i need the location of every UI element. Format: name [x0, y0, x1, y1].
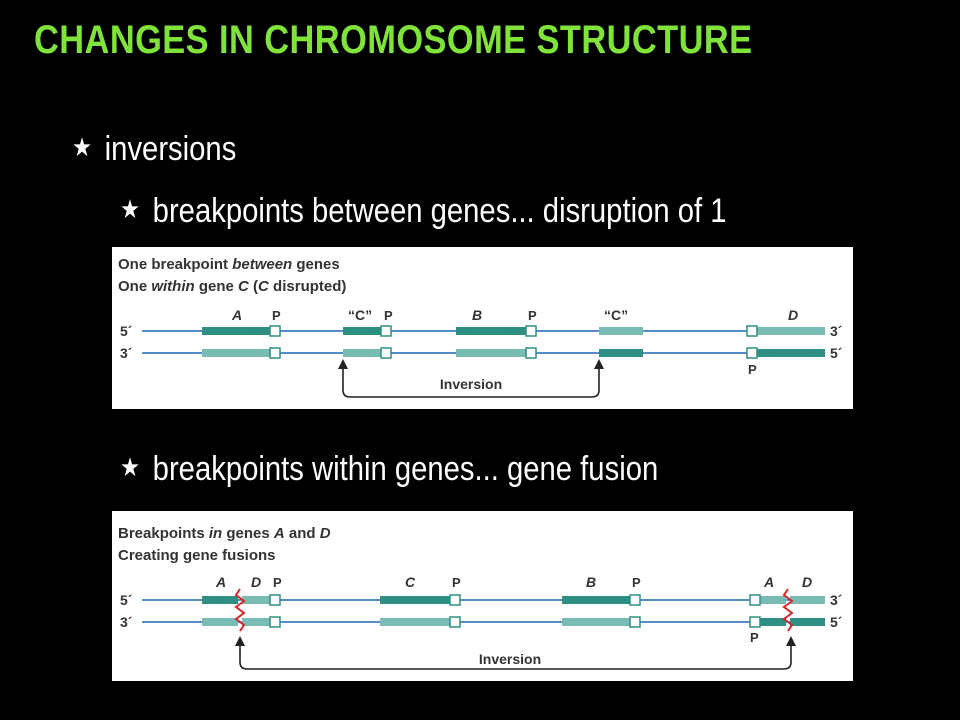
- gene-label: “C”: [348, 307, 372, 323]
- promoter-label: P: [750, 630, 759, 645]
- gene-block: [562, 618, 630, 626]
- gene-c-fragment-block: [343, 327, 381, 335]
- promoter-box: [746, 347, 758, 359]
- gene-b-block: [562, 596, 630, 604]
- strand-end-label: 3´: [120, 345, 133, 361]
- promoter-box: [269, 616, 281, 628]
- gene-block: [380, 618, 450, 626]
- promoter-label: P: [272, 308, 281, 323]
- diagram1-heading-line2: One within gene C (C disrupted): [118, 278, 346, 295]
- promoter-label: P: [528, 308, 537, 323]
- promoter-box: [746, 325, 758, 337]
- bullet-text: inversions: [104, 130, 237, 168]
- promoter-label: P: [384, 308, 393, 323]
- arrowhead-icon: [338, 359, 348, 369]
- star-bullet-icon: ★: [72, 132, 93, 162]
- gene-label: A: [763, 574, 774, 590]
- gene-a-block: [202, 596, 238, 604]
- promoter-box: [525, 325, 537, 337]
- bullet-breakpoints-within: ★ breakpoints within genes... gene fusion: [120, 450, 658, 489]
- gene-block: [760, 618, 786, 626]
- gene-a-block: [760, 596, 786, 604]
- slide-title: CHANGES IN CHROMOSOME STRUCTURE: [34, 18, 753, 62]
- inversion-diagram-within-genes: Breakpoints in genes A and D Creating ge…: [112, 511, 853, 681]
- promoter-box: [749, 594, 761, 606]
- bullet-inversions: ★ inversions: [72, 130, 236, 169]
- gene-label: “C”: [604, 307, 628, 323]
- diagram1-heading-line1: One breakpoint between genes: [118, 256, 340, 273]
- diagram2-heading-line1: Breakpoints in genes A and D: [118, 525, 331, 542]
- bullet-breakpoints-between: ★ breakpoints between genes... disruption…: [120, 192, 726, 231]
- bullet-text: breakpoints between genes... disruption …: [152, 192, 727, 230]
- promoter-box: [749, 616, 761, 628]
- gene-label: B: [586, 574, 596, 590]
- strand-end-label: 5´: [830, 345, 843, 361]
- gene-block: [757, 349, 825, 357]
- inversion-bracket: [239, 644, 792, 670]
- promoter-box: [449, 594, 461, 606]
- gene-block: [790, 618, 825, 626]
- gene-b-block: [456, 327, 526, 335]
- strand-end-label: 3´: [830, 323, 843, 339]
- gene-block: [343, 349, 381, 357]
- gene-label: D: [251, 574, 261, 590]
- gene-block: [202, 349, 270, 357]
- arrowhead-icon: [235, 636, 245, 646]
- gene-label: D: [788, 307, 798, 323]
- strand-end-label: 3´: [120, 614, 133, 630]
- promoter-box: [380, 347, 392, 359]
- gene-d-block: [242, 596, 270, 604]
- gene-d-block: [790, 596, 825, 604]
- promoter-label: P: [273, 575, 282, 590]
- gene-label: B: [472, 307, 482, 323]
- promoter-label: P: [452, 575, 461, 590]
- promoter-box: [380, 325, 392, 337]
- gene-c-block: [380, 596, 450, 604]
- gene-block: [599, 349, 643, 357]
- gene-c-fragment-block: [599, 327, 643, 335]
- gene-block: [456, 349, 526, 357]
- breakpoint-zigzag-icon: [234, 588, 246, 632]
- gene-a-block: [202, 327, 270, 335]
- diagram2-heading-line2: Creating gene fusions: [118, 547, 276, 564]
- promoter-box: [629, 616, 641, 628]
- gene-label: A: [231, 307, 242, 323]
- promoter-box: [269, 347, 281, 359]
- promoter-box: [629, 594, 641, 606]
- star-bullet-icon: ★: [120, 452, 141, 482]
- arrowhead-icon: [594, 359, 604, 369]
- promoter-box: [269, 325, 281, 337]
- promoter-box: [269, 594, 281, 606]
- strand-end-label: 5´: [830, 614, 843, 630]
- inversion-label: Inversion: [440, 376, 502, 392]
- gene-block: [202, 618, 238, 626]
- promoter-box: [449, 616, 461, 628]
- gene-d-block: [757, 327, 825, 335]
- strand-end-label: 3´: [830, 592, 843, 608]
- star-bullet-icon: ★: [120, 194, 141, 224]
- gene-label: A: [215, 574, 226, 590]
- gene-label: C: [405, 574, 416, 590]
- breakpoint-zigzag-icon: [782, 588, 794, 632]
- promoter-label: P: [632, 575, 641, 590]
- inversion-diagram-between-genes: One breakpoint between genes One within …: [112, 247, 853, 409]
- strand-end-label: 5´: [120, 323, 133, 339]
- promoter-label: P: [748, 362, 757, 377]
- strand-end-label: 5´: [120, 592, 133, 608]
- gene-label: D: [802, 574, 812, 590]
- inversion-label: Inversion: [479, 651, 541, 667]
- inversion-bracket: [342, 367, 600, 398]
- arrowhead-icon: [786, 636, 796, 646]
- promoter-box: [525, 347, 537, 359]
- gene-block: [242, 618, 270, 626]
- bullet-text: breakpoints within genes... gene fusion: [152, 450, 659, 488]
